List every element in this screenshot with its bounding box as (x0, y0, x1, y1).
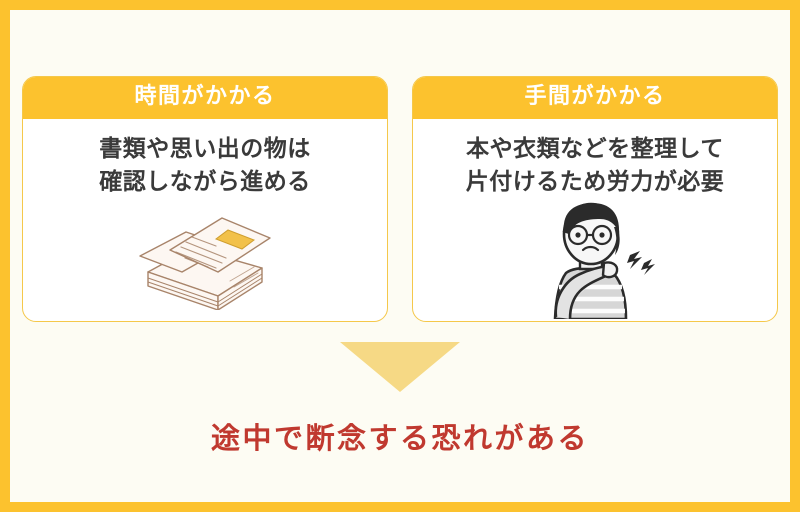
highlight-block (214, 229, 256, 250)
frame-border-top (0, 0, 800, 10)
card-body-laborious: 本や衣類などを整理して 片付けるため労力が必要 (413, 119, 777, 321)
frame-border-bottom (0, 502, 800, 512)
card-text-time-consuming: 書類や思い出の物は 確認しながら進める (99, 136, 311, 196)
triangle-down-icon (340, 342, 460, 392)
illustration-stacked-documents (23, 199, 387, 321)
card-text-laborious: 本や衣類などを整理して 片付けるため労力が必要 (465, 136, 725, 196)
cards-row: 時間がかかる 書類や思い出の物は 確認しながら進める (22, 76, 778, 322)
stacked-documents-icon (139, 217, 271, 310)
content-area: 時間がかかる 書類や思い出の物は 確認しながら進める (10, 10, 790, 502)
card-header-laborious: 手間がかかる (413, 77, 777, 120)
frame-border-left (0, 0, 10, 512)
illustration-person-shoulder-pain (413, 199, 777, 321)
card-laborious: 手間がかかる 本や衣類などを整理して 片付けるため労力が必要 (412, 76, 778, 322)
card-body-time-consuming: 書類や思い出の物は 確認しながら進める (23, 119, 387, 321)
card-header-time-consuming: 時間がかかる (23, 77, 387, 120)
person-with-shoulder-pain-icon (553, 202, 655, 319)
frame-border-right (790, 0, 800, 512)
arrow-container (10, 342, 790, 392)
conclusion-text: 途中で断念する恐れがある (210, 421, 589, 455)
pain-lines-icon (627, 250, 655, 275)
card-time-consuming: 時間がかかる 書類や思い出の物は 確認しながら進める (22, 76, 388, 322)
